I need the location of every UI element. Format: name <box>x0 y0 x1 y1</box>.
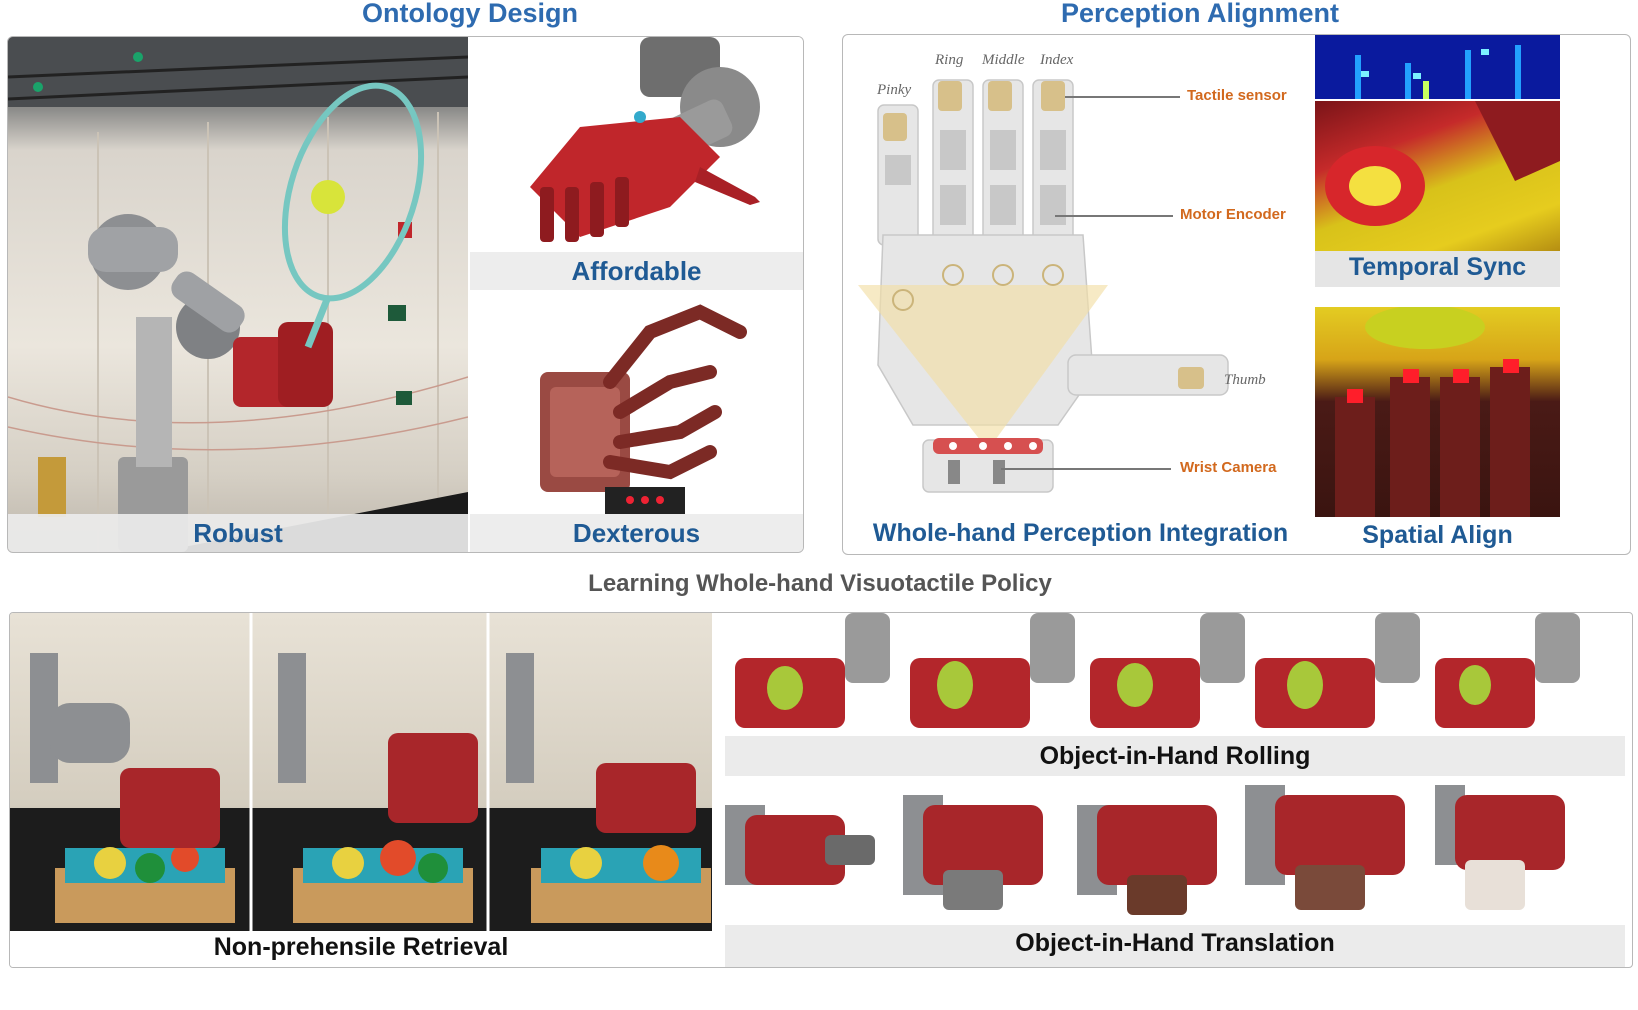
tactile-callout: Tactile sensor <box>1187 87 1287 104</box>
robust-scene-icon <box>8 37 468 552</box>
integration-caption: Whole-hand Perception Integration <box>872 519 1289 547</box>
retrieval-scene-icon <box>10 613 712 933</box>
finger-label-ring: Ring <box>935 52 964 68</box>
hand-diagram-icon <box>858 79 1229 493</box>
dexterous-caption: Dexterous <box>572 518 701 548</box>
fingers-closeup-icon <box>1335 307 1530 517</box>
temporal-sync-caption: Temporal Sync <box>1348 253 1527 281</box>
spatial-align-caption: Spatial Align <box>1362 521 1513 549</box>
finger-label-index: Index <box>1040 52 1074 68</box>
heatmap-icon <box>1355 45 1521 99</box>
affordable-photo <box>470 37 803 252</box>
spatial-align-photo <box>1315 307 1560 517</box>
ontology-panel: Robust Affordable <box>7 36 804 553</box>
robust-label-bar <box>8 514 468 552</box>
tactile-heatmap <box>1315 35 1560 99</box>
retrieval-caption: Non-prehensile Retrieval <box>213 933 509 961</box>
temporal-label-bar <box>1315 251 1560 287</box>
translation-photos <box>725 785 1625 925</box>
dexterous-label-bar <box>470 514 803 552</box>
perception-title: Perception Alignment <box>1060 0 1340 28</box>
retrieval-label-bar <box>10 931 712 967</box>
rolling-photos <box>725 613 1625 741</box>
affordable-caption: Affordable <box>571 256 702 286</box>
encoder-callout-line <box>1055 215 1173 217</box>
dexterous-hand-icon <box>540 304 747 514</box>
translation-caption: Object-in-Hand Translation <box>1015 929 1335 957</box>
hand-diagram <box>843 35 1313 515</box>
finger-label-thumb: Thumb <box>1224 372 1266 388</box>
robust-photo <box>8 37 468 552</box>
camera-callout: Wrist Camera <box>1180 459 1277 476</box>
finger-label-middle: Middle <box>982 52 1025 68</box>
rolling-label-bar <box>725 736 1625 776</box>
rolling-sequence-icon <box>735 613 1580 728</box>
chips-bag-icon <box>1325 101 1560 226</box>
affordable-hand-icon <box>530 37 760 242</box>
encoder-callout: Motor Encoder <box>1180 206 1286 223</box>
learning-title: Learning Whole-hand Visuotactile Policy <box>588 570 1052 597</box>
learning-panel: Non-prehensile Retrieval <box>9 612 1633 968</box>
tactile-callout-line <box>1065 96 1180 98</box>
rolling-caption: Object-in-Hand Rolling <box>1039 742 1311 770</box>
perception-panel: Pinky Ring Middle Index Thumb Tactile se… <box>842 34 1631 555</box>
translation-label-bar <box>725 925 1625 967</box>
ontology-title: Ontology Design <box>362 0 578 28</box>
dexterous-photo <box>470 292 803 514</box>
affordable-label-bar <box>470 252 803 290</box>
temporal-sync-photo <box>1315 101 1560 251</box>
camera-callout-line <box>1001 468 1171 470</box>
retrieval-photos <box>10 613 712 933</box>
finger-label-pinky: Pinky <box>877 82 912 98</box>
robust-caption: Robust <box>193 518 283 548</box>
translation-sequence-icon <box>725 785 1565 915</box>
